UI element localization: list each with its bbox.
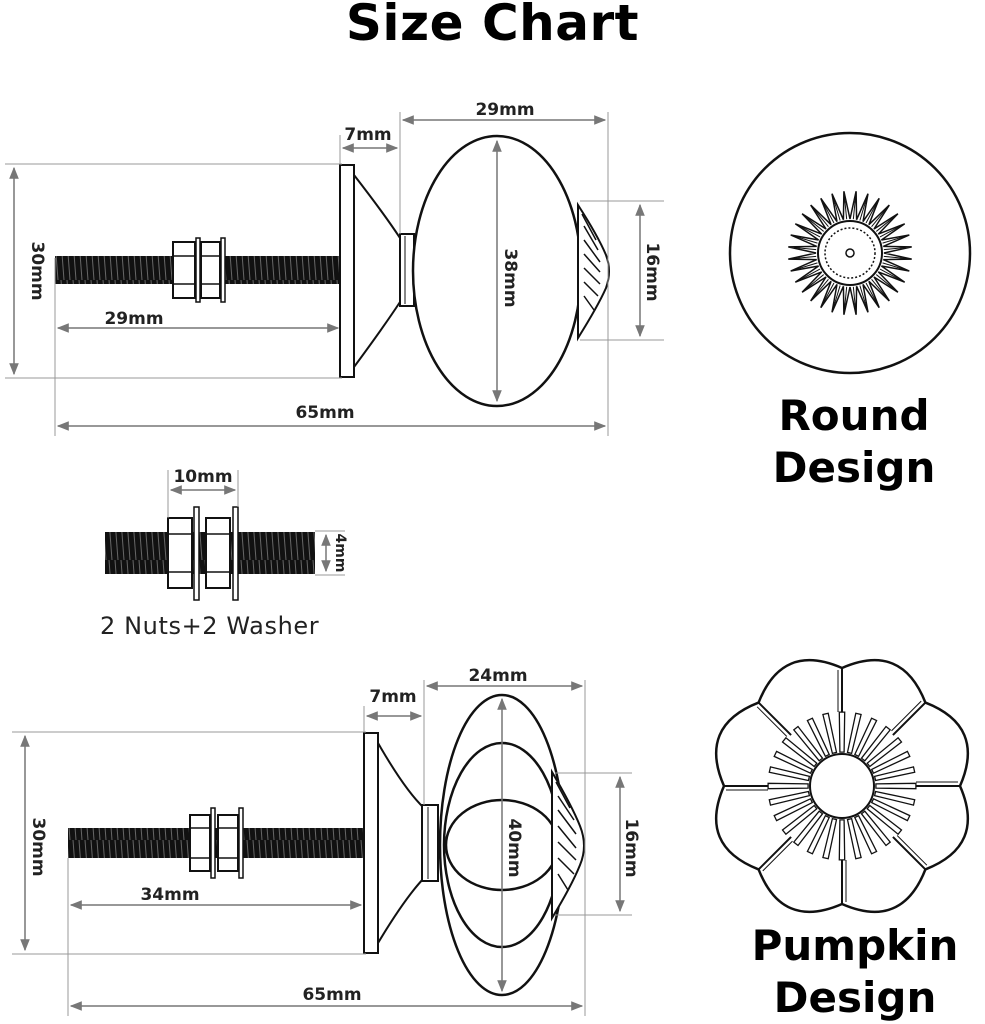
- pumpkin-screw: [68, 828, 364, 858]
- round-head-depth-label: 29mm: [475, 100, 534, 120]
- round-front-view: [728, 131, 972, 375]
- hardware-caption: 2 Nuts+2 Washer: [100, 612, 320, 640]
- pumpkin-cap: [551, 768, 585, 922]
- pumpkin-dimensions: 30mm 34mm 7mm 24mm 40mm 16mm 65mm: [12, 666, 641, 1016]
- round-caption-line2: Design: [772, 443, 936, 492]
- round-nuts-washers: [172, 237, 226, 303]
- round-total-length-label: 65mm: [295, 403, 354, 423]
- hardware-detail: [105, 506, 315, 601]
- round-cap-height-label: 16mm: [642, 242, 662, 301]
- pumpkin-neck: [377, 739, 425, 947]
- pumpkin-screw-length-label: 34mm: [140, 885, 199, 905]
- round-head-height-label: 38mm: [500, 248, 520, 307]
- round-cap: [577, 201, 610, 342]
- round-dimensions: 30mm 29mm 7mm 29mm 38mm 16mm 65mm: [5, 100, 664, 436]
- round-neck-label: 7mm: [344, 125, 391, 145]
- round-knob-side-view: [55, 134, 610, 408]
- pumpkin-total-length-label: 65mm: [302, 985, 361, 1005]
- pumpkin-head-depth-label: 24mm: [468, 666, 527, 686]
- hardware-thread-label: 4mm: [332, 534, 348, 573]
- hardware-width-label: 10mm: [173, 467, 232, 487]
- pumpkin-head-height-label: 40mm: [504, 818, 524, 877]
- round-neck: [353, 172, 401, 371]
- round-base-plate: [339, 164, 355, 378]
- pumpkin-base-plate: [363, 732, 379, 954]
- round-caption-line1: Round: [778, 391, 930, 440]
- pumpkin-nuts-washers: [189, 807, 244, 879]
- pumpkin-caption-line2: Design: [773, 973, 937, 1022]
- pumpkin-caption-line1: Pumpkin: [751, 921, 959, 970]
- hardware-dimensions: 10mm 4mm: [167, 467, 348, 576]
- page-title: Size Chart: [345, 0, 640, 52]
- pumpkin-neck-label: 7mm: [369, 687, 416, 707]
- round-base-height-label: 30mm: [27, 241, 47, 300]
- pumpkin-caption: Pumpkin Design: [735, 920, 975, 1024]
- pumpkin-rays: [767, 711, 917, 861]
- round-caption: Round Design: [740, 390, 968, 494]
- pumpkin-front-view: [714, 658, 970, 914]
- pumpkin-base-height-label: 30mm: [28, 817, 48, 876]
- round-screw-length-label: 29mm: [104, 309, 163, 329]
- pumpkin-cap-height-label: 16mm: [621, 818, 641, 877]
